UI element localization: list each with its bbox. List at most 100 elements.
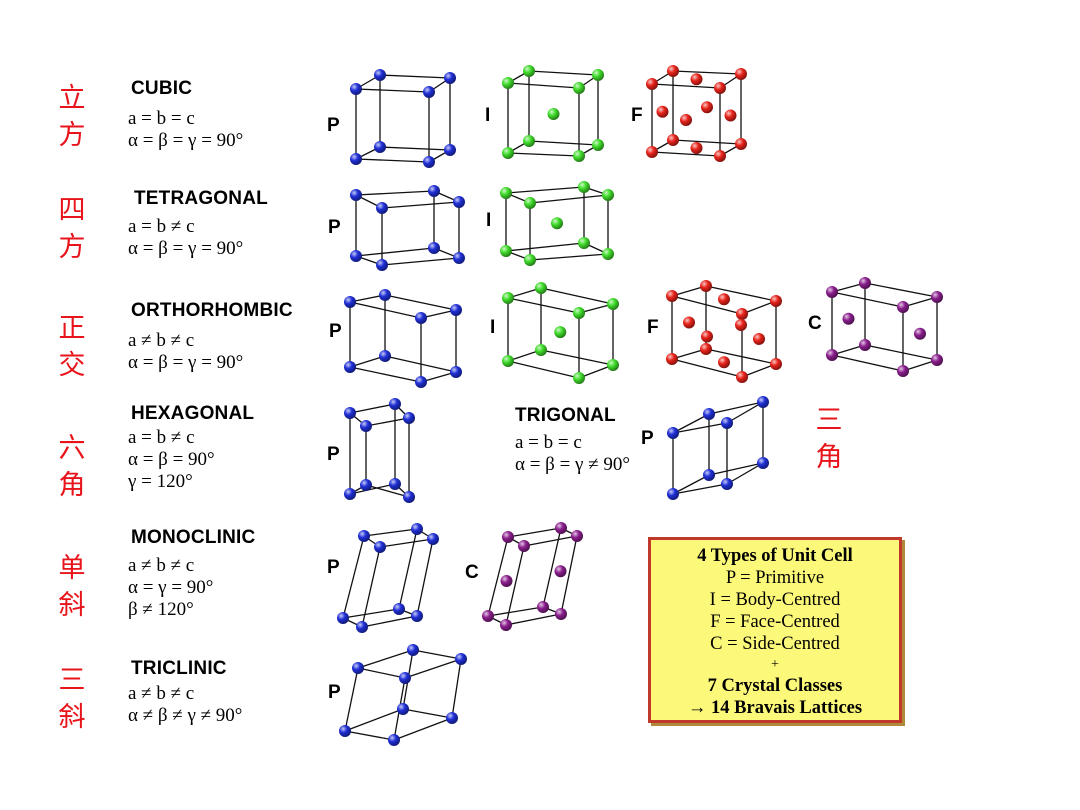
lattice-atom <box>344 361 356 373</box>
summary-face-centred: F = Face-Centred <box>710 612 840 632</box>
lattice-atom <box>931 354 943 366</box>
lattice-atom <box>411 610 423 622</box>
system-name-trigonal: TRIGONAL <box>515 405 616 426</box>
lattice-atom <box>389 398 401 410</box>
cell-edge <box>651 151 721 157</box>
chinese-label-cubic: 立方 <box>58 83 86 151</box>
hexagonal-p-lattice <box>344 398 415 503</box>
cell-edge <box>560 535 578 615</box>
lattice-atom <box>500 187 512 199</box>
lattice-atom <box>826 349 838 361</box>
cell-edge <box>505 242 585 252</box>
lattice-atom <box>551 217 563 230</box>
lattice-atom <box>753 333 765 345</box>
lattice-atom <box>770 295 782 307</box>
cell-edge <box>672 474 710 495</box>
lattice-atom <box>721 417 733 429</box>
lattice-atom <box>724 109 737 122</box>
cell-edge <box>726 462 764 485</box>
lattice-atom <box>703 469 715 481</box>
lattice-label-orthorhombic-i: I <box>490 317 496 338</box>
lattice-atom <box>428 242 440 254</box>
cell-edge <box>831 354 904 372</box>
cell-edge <box>355 158 430 163</box>
cell-edge <box>831 291 904 308</box>
lattice-atom <box>411 523 423 535</box>
lattice-atom <box>554 326 567 339</box>
lattice-atom <box>721 478 733 490</box>
lattice-atom <box>571 530 583 542</box>
lattice-atom <box>859 277 871 289</box>
cell-edge <box>402 708 453 719</box>
lattice-atom <box>859 339 871 351</box>
lattice-atom <box>502 531 514 543</box>
cell-edge <box>355 247 435 257</box>
lattice-label-triclinic-p: P <box>328 682 341 703</box>
lattice-atom <box>337 612 349 624</box>
lattice-atom <box>554 565 567 578</box>
lattice-atom <box>393 603 405 615</box>
triclinic-p-lattice <box>339 644 467 746</box>
lattice-atom <box>444 72 456 84</box>
cell-edge <box>379 146 451 151</box>
system-name-triclinic: TRICLINIC <box>131 658 227 679</box>
lattice-atom <box>524 197 536 209</box>
lattice-atom <box>535 344 547 356</box>
lattice-atom <box>374 69 386 81</box>
cell-edge <box>349 483 396 495</box>
lattice-atom <box>573 372 585 384</box>
cell-edge <box>398 528 418 610</box>
cell-edge <box>672 483 728 495</box>
cell-edge <box>507 152 580 157</box>
summary-primitive: P = Primitive <box>725 568 825 588</box>
cell-edge <box>404 658 462 679</box>
lattice-atom <box>897 365 909 377</box>
lattice-atom <box>450 366 462 378</box>
lattice-atom <box>423 156 435 168</box>
lattice-atom <box>389 478 401 490</box>
cell-edge <box>487 536 509 617</box>
cell-edge <box>342 535 365 619</box>
lattice-atom <box>714 82 726 94</box>
lattice-atom <box>428 185 440 197</box>
lattice-atom <box>602 248 614 260</box>
cell-edge <box>344 708 404 732</box>
lattice-atom <box>453 252 465 264</box>
lattice-atom <box>350 83 362 95</box>
lattice-atom <box>502 147 514 159</box>
lattice-atom <box>350 153 362 165</box>
cell-edge <box>357 649 414 669</box>
chinese-label-monoclinic: 单斜 <box>58 553 86 621</box>
cell-edge <box>864 344 938 361</box>
cell-edge <box>505 545 525 626</box>
chinese-label-trigonal: 三角 <box>815 405 843 473</box>
cubic-f-lattice <box>646 65 747 162</box>
cell-edge <box>357 667 406 679</box>
lattice-atom <box>374 141 386 153</box>
lattice-atom <box>555 608 567 620</box>
lattice-atom <box>735 319 747 331</box>
lattice-atom <box>701 330 713 343</box>
lattice-atom <box>403 491 415 503</box>
cell-edge <box>379 74 451 79</box>
lattice-atom <box>374 541 386 553</box>
chinese-label-triclinic: 三斜 <box>58 665 86 733</box>
monoclinic-p-lattice <box>337 523 439 633</box>
lattice-atom <box>339 725 351 737</box>
lattice-atom <box>646 146 658 158</box>
lattice-atom <box>666 290 678 302</box>
lattice-atom <box>573 150 585 162</box>
cell-edge <box>741 363 777 378</box>
cell-edge <box>542 527 562 608</box>
system-name-monoclinic: MONOCLINIC <box>131 527 256 548</box>
lattice-atom <box>718 356 730 369</box>
lattice-label-tetragonal-p: P <box>328 217 341 238</box>
cell-edge <box>379 538 434 548</box>
cell-edge <box>540 287 614 305</box>
system-name-hexagonal: HEXAGONAL <box>131 403 255 424</box>
lattice-label-cubic-i: I <box>485 105 491 126</box>
summary-body-centred: I = Body-Centred <box>709 590 841 610</box>
summary-crystal-classes: 7 Crystal Classes <box>707 676 843 696</box>
lattice-atom <box>578 181 590 193</box>
